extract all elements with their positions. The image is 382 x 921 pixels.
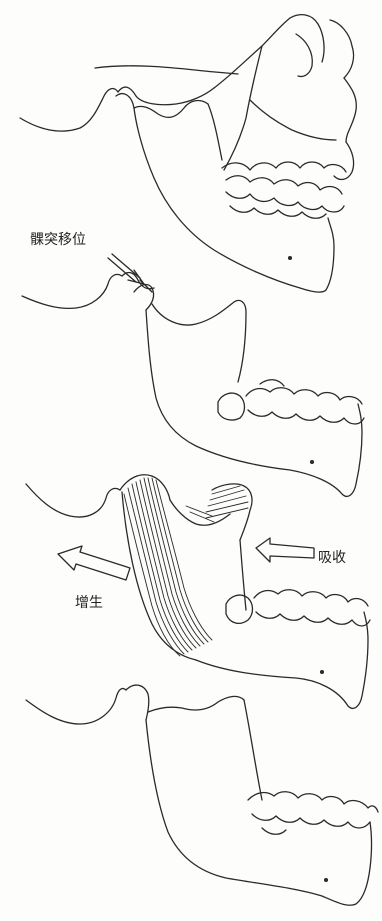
panel-3-resorption-hyperplasia: [26, 475, 370, 709]
resorption-label: 吸收: [318, 551, 346, 565]
resorption-arrow: [256, 538, 314, 562]
hyperplasia-arrow: [58, 546, 130, 580]
panel-1-skull-mandible: [20, 15, 356, 293]
resorption-hatching: [186, 486, 248, 522]
panel-2-condyle-displaced: [22, 254, 364, 496]
condyle-displacement-label: 髁突移位: [30, 233, 86, 247]
hyperplasia-hatching: [124, 478, 212, 656]
hyperplasia-label: 增生: [75, 596, 103, 610]
panel-4-final-mandible: [26, 685, 378, 905]
